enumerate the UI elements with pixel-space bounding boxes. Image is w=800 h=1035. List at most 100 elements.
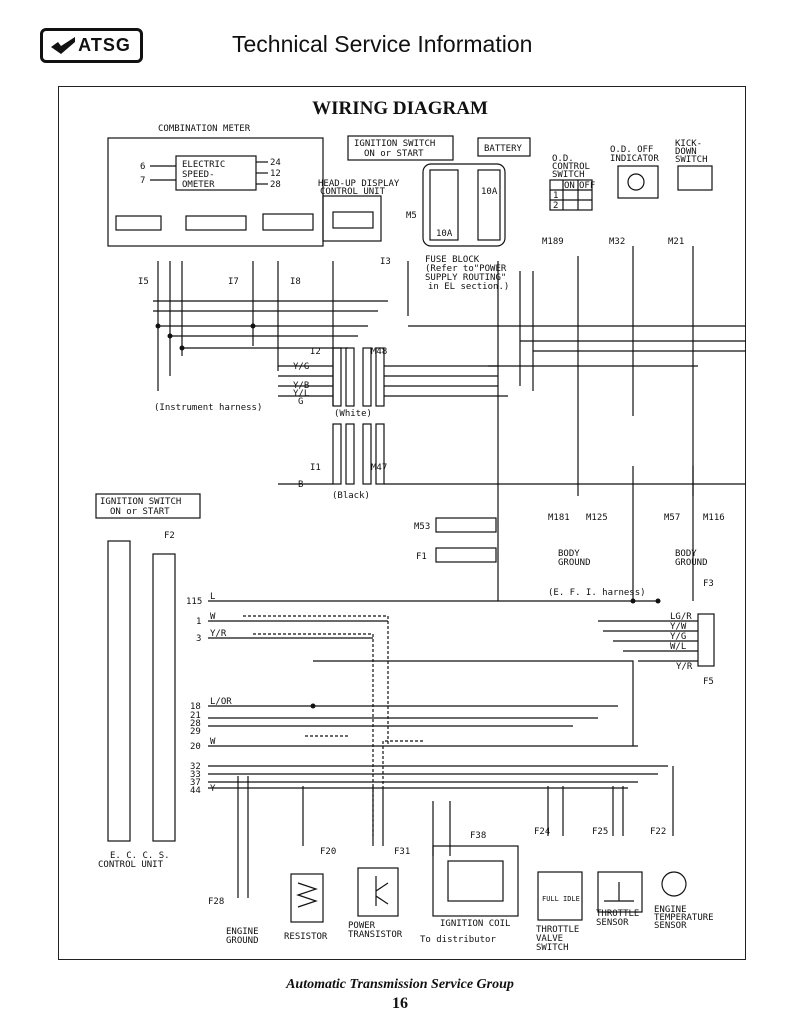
meter-pin-12: 12 (270, 169, 281, 179)
f5-wire-3: Y/G (670, 632, 686, 642)
ignition-switch-bottom-label: IGNITION SWITCH (100, 497, 181, 507)
connector-i3: I3 (380, 257, 391, 267)
combination-meter-box (107, 137, 324, 247)
kick-down-label-2: DOWN (675, 147, 697, 157)
wire-label-yl: Y/L (293, 389, 309, 399)
connector-f5: F5 (703, 677, 714, 687)
eccs-wire-2: W (210, 612, 216, 622)
connector-i1: I1 (310, 463, 321, 473)
ignition-coil-label: IGNITION COIL (440, 919, 510, 929)
eccs-wire-3: Y/R (210, 629, 227, 639)
eccs-pin-20: 20 (190, 742, 201, 752)
eccs-pin-44: 44 (190, 786, 201, 796)
f5-wire-4: W/L (670, 642, 686, 652)
od-table-row-2: 2 (553, 201, 558, 211)
head-up-label: HEAD-UP DISPLAY (318, 179, 400, 189)
resistor-label: RESISTOR (284, 932, 328, 942)
atsg-logo: ATSG (40, 28, 143, 63)
meter-pin-6: 6 (140, 162, 145, 172)
od-table-off: OFF (579, 181, 595, 191)
connector-m57: M57 (664, 513, 680, 523)
body-ground-1-label: BODY (558, 549, 580, 559)
eccs-pin-1: 1 (196, 617, 201, 627)
connector-m181: M181 (548, 513, 570, 523)
connector-f20: F20 (320, 847, 336, 857)
fuse-label-1: 10A (436, 229, 453, 239)
eccs-pin-32: 32 (190, 762, 201, 772)
ignition-switch-top-sub: ON or START (364, 149, 424, 159)
connector-f25: F25 (592, 827, 608, 837)
instrument-harness-label: (Instrument harness) (154, 403, 262, 413)
speedometer-label-2: SPEED- (182, 170, 215, 180)
eccs-pin-28: 28 (190, 719, 201, 729)
meter-pin-24: 24 (270, 158, 281, 168)
eccs-wire-1: L (210, 592, 215, 602)
fuse-block-note-1: (Refer to"POWER (425, 264, 507, 274)
connector-i7: I7 (228, 277, 239, 287)
wire-label-yb: Y/B (293, 381, 309, 391)
engine-temp-sensor-sub-2: SENSOR (654, 921, 687, 931)
kick-down-label-1: KICK- (675, 139, 702, 149)
body-ground-1-sub: GROUND (558, 558, 591, 568)
eccs-wire-8: W (210, 737, 216, 747)
od-off-label-2: INDICATOR (610, 154, 659, 164)
connector-m53: M53 (414, 522, 430, 532)
connector-f3: F3 (703, 579, 714, 589)
connector-m32: M32 (609, 237, 625, 247)
footer-group: Automatic Transmission Service Group (286, 977, 514, 992)
logo-text: ATSG (78, 35, 131, 55)
connector-f24: F24 (534, 827, 550, 837)
engine-temp-sensor-label: ENGINE (654, 905, 687, 915)
fuse-label-2: 10A (481, 187, 498, 197)
connector-m189: M189 (542, 237, 564, 247)
eccs-pin-29: 29 (190, 727, 201, 737)
page-title: Technical Service Information (232, 31, 533, 57)
body-ground-2-sub: GROUND (675, 558, 708, 568)
efi-harness-label: (E. F. I. harness) (548, 588, 646, 598)
speedometer-label-1: ELECTRIC (182, 160, 225, 170)
throttle-sensor-label: THROTTLE (596, 909, 639, 919)
eccs-pin-37: 37 (190, 778, 201, 788)
connector-m21: M21 (668, 237, 684, 247)
fuse-block-note-3: in EL section.) (428, 282, 509, 292)
wire-label-b: B (298, 480, 303, 490)
eccs-wire-12: Y (210, 784, 216, 794)
connector-m5: M5 (406, 211, 417, 221)
diagram-frame (58, 86, 746, 960)
connector-m47: M47 (371, 463, 387, 473)
wiring-diagram: COMBINATION METER ELECTRIC SPEED- OMETER… (95, 124, 746, 953)
throttle-valve-switch-sub-1: VALVE (536, 934, 563, 944)
od-switch-label-3: SWITCH (552, 170, 585, 180)
idle-label: IDLE (563, 895, 580, 903)
body-ground-2-label: BODY (675, 549, 697, 559)
eccs-label: E. C. C. S. (110, 851, 170, 861)
od-table-on: ON (564, 181, 575, 191)
connector-f28-a: F28 (208, 897, 224, 907)
connector-f31: F31 (394, 847, 410, 857)
od-switch-label-1: O.D. (552, 154, 574, 164)
connector-f38: F38 (470, 831, 486, 841)
wire-label-g: G (298, 397, 303, 407)
diagram-title: WIRING DIAGRAM (312, 98, 488, 119)
eccs-pin-33: 33 (190, 770, 201, 780)
ignition-switch-top-label: IGNITION SWITCH (354, 139, 435, 149)
battery-label: BATTERY (484, 144, 523, 154)
f5-wire-7: Y/R (676, 662, 693, 672)
throttle-valve-switch-sub-2: SWITCH (536, 943, 569, 953)
meter-pin-28: 28 (270, 180, 281, 190)
od-table-row-1: 1 (553, 191, 558, 201)
power-transistor-label: POWER (348, 921, 376, 931)
connector-f1: F1 (416, 552, 427, 562)
connector-m116: M116 (703, 513, 725, 523)
connector-i5: I5 (138, 277, 149, 287)
page-number: 16 (392, 995, 408, 1012)
checkmark-icon (51, 37, 75, 54)
ignition-switch-bottom-sub: ON or START (110, 507, 170, 517)
full-label: FULL (542, 895, 559, 903)
eccs-pin-3: 3 (196, 634, 201, 644)
black-label: (Black) (332, 491, 370, 501)
connector-m48: M48 (371, 347, 387, 357)
eccs-pin-21: 21 (190, 711, 201, 721)
eccs-wire-4: L/OR (210, 697, 232, 707)
head-up-sub: CONTROL UNIT (320, 187, 386, 197)
